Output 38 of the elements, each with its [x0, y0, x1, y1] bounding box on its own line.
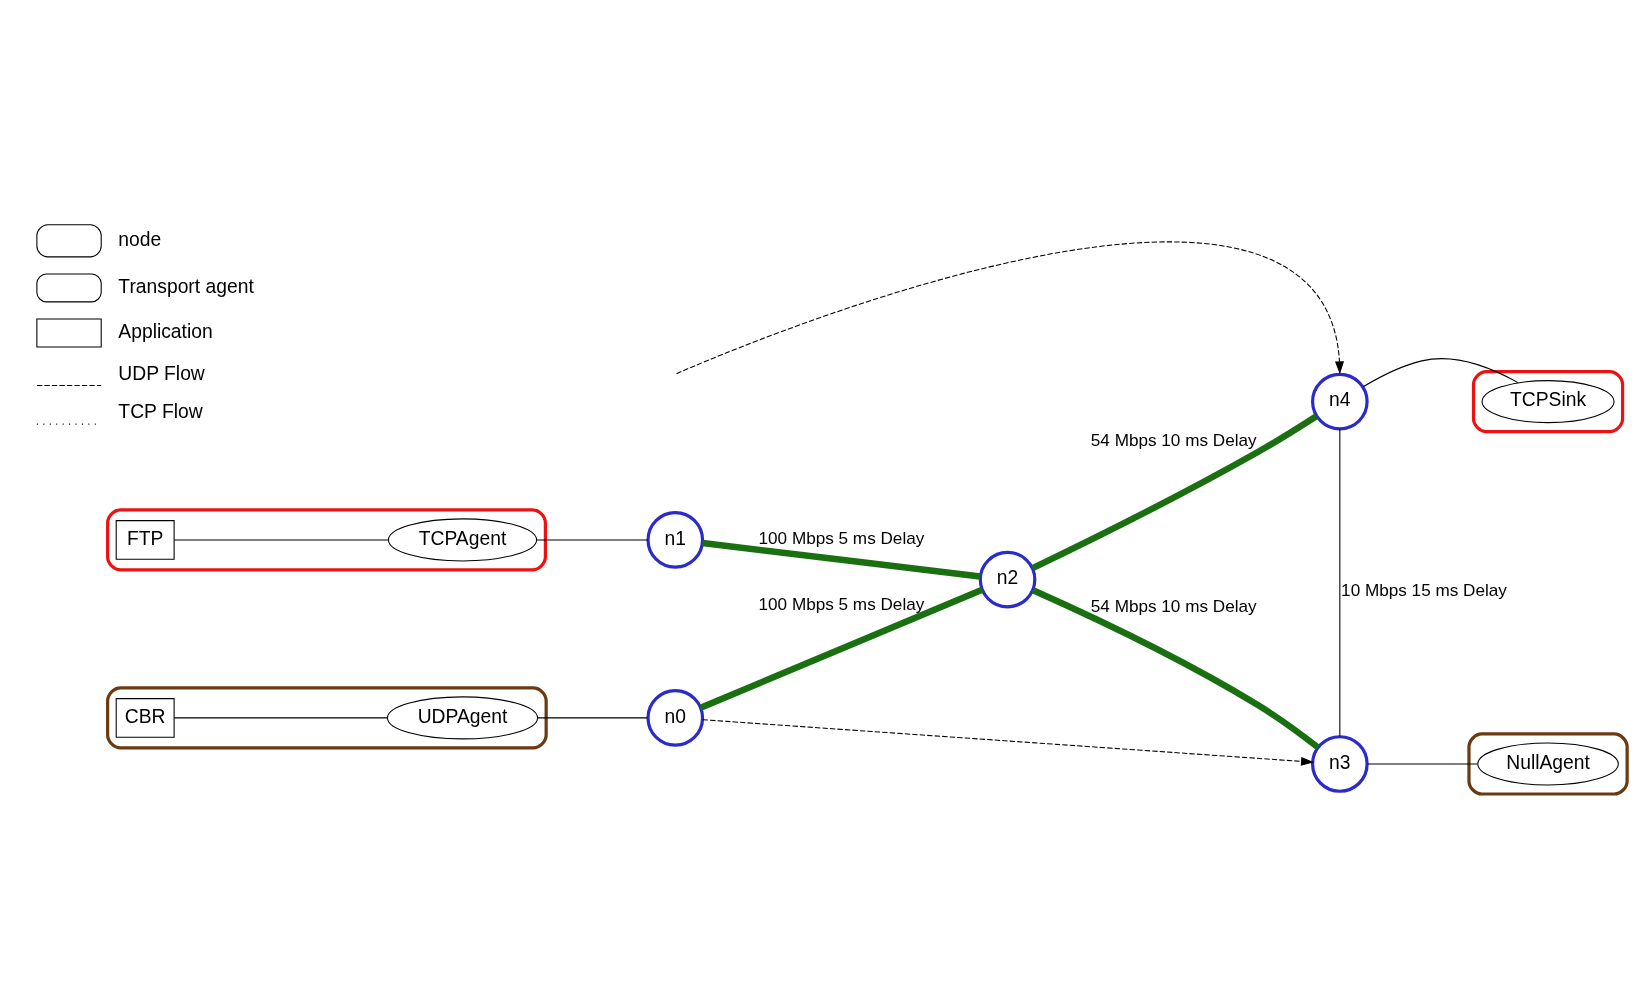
edge-label: 10 Mbps 15 ms Delay	[1340, 579, 1507, 600]
connector	[173, 538, 389, 540]
edge-label: 100 Mbps 5 ms Delay	[758, 593, 924, 614]
node-circle: n0	[645, 688, 704, 747]
connector	[1031, 586, 1320, 750]
node-ellipse: TCPAgent	[387, 517, 537, 561]
connector	[1338, 428, 1340, 737]
cluster	[105, 507, 547, 572]
arrow	[701, 718, 1314, 766]
node-ellipse: UDPAgent	[386, 695, 538, 739]
node-ellipse: TCPSink	[1481, 379, 1615, 423]
legend-label: Transport agent	[117, 275, 254, 297]
node-circle: n2	[978, 550, 1036, 608]
edge-label: 54 Mbps 10 ms Delay	[1090, 595, 1257, 616]
node-ellipse: NullAgent	[1476, 741, 1619, 786]
cluster	[105, 685, 548, 749]
node-box: CBR	[115, 697, 175, 738]
node-circle: n4	[1310, 372, 1369, 430]
legend-label: UDP Flow	[117, 362, 205, 384]
edge-label: 54 Mbps 10 ms Delay	[1090, 429, 1257, 450]
connector	[173, 716, 388, 718]
cluster	[1466, 731, 1629, 796]
connector	[701, 539, 981, 580]
connector	[1362, 357, 1519, 387]
edge-label: 100 Mbps 5 ms Delay	[758, 527, 924, 548]
cluster	[1471, 369, 1624, 433]
arrow	[675, 240, 1344, 374]
connector	[1030, 413, 1318, 571]
legend-label: TCP Flow	[117, 400, 203, 422]
connector	[535, 538, 648, 540]
connector	[1366, 762, 1478, 765]
legend-label: Application	[117, 320, 213, 342]
node-circle: n1	[645, 510, 704, 569]
node-box: FTP	[115, 519, 175, 560]
legend-label: node	[117, 228, 161, 250]
connector	[698, 586, 983, 711]
node-circle: n3	[1310, 734, 1369, 793]
connector	[536, 716, 648, 718]
